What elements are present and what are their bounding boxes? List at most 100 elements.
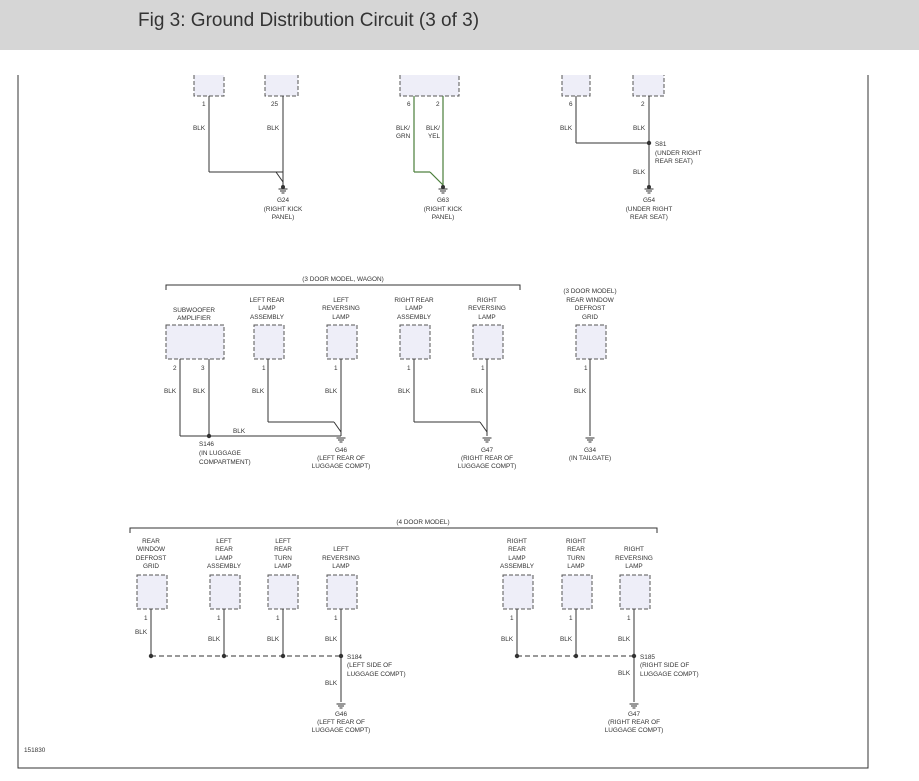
wire-color-label: YEL [428,133,441,140]
g54-circuit: 6 2 BLK BLK BLK S81 (UNDER RIGHT REAR SE… [560,75,702,221]
ground-symbol-icon [644,188,654,194]
component-name: RIGHT [477,297,497,304]
component-box [136,574,168,610]
ground-location: (RIGHT KICK [264,206,303,213]
ground-id: G47 [628,711,641,718]
wire-color-label: BLK [233,428,246,435]
component-name: LAMP [215,555,232,562]
wire-color-label: BLK [560,125,573,132]
component-box [326,574,358,610]
component-name: WINDOW [137,546,166,553]
header-bar: Fig 3: Ground Distribution Circuit (3 of… [0,0,919,50]
ground-symbol-icon [336,703,346,709]
pin-label: 3 [201,365,205,372]
wire-color-label: BLK [135,629,148,636]
pin-label: 1 [584,365,588,372]
component-name: LAMP [405,305,422,312]
ground-location: LUGGAGE COMPT) [312,727,371,734]
ground-location: PANEL) [272,214,295,221]
wire-color-label: BLK [193,388,206,395]
splice-location: (IN LUGGAGE [199,450,241,457]
splice-id: S184 [347,654,362,661]
wire-color-label: BLK [398,388,411,395]
component-name: REVERSING [468,305,506,312]
component-name: REAR [215,546,233,553]
pin-label: 1 [262,365,266,372]
ground-location: (UNDER RIGHT [626,206,673,213]
pin-label: 25 [271,101,279,108]
component-name: RIGHT [507,538,527,545]
ground-location: (RIGHT REAR OF [461,455,513,462]
pin-label: 1 [276,615,280,622]
wire-color-label: BLK [471,388,484,395]
component-name: REVERSING [322,305,360,312]
diagram-frame [17,75,869,769]
pin-label: 1 [510,615,514,622]
pin-label: 2 [173,365,177,372]
wire-color-label: BLK [501,636,514,643]
component-stub [399,75,460,97]
splice-location: (RIGHT SIDE OF [640,662,689,669]
pin-label: 1 [569,615,573,622]
component-box [472,324,504,360]
component-name: SUBWOOFER [173,307,215,314]
component-name: LAMP [332,314,349,321]
group-label: (3 DOOR MODEL, WAGON) [302,276,383,283]
component-name: GRID [582,314,598,321]
wire-color-label: BLK [574,388,587,395]
ground-id: G47 [481,447,494,454]
ground-location: (RIGHT KICK [424,206,463,213]
component-name: LAMP [332,563,349,570]
ground-location: (RIGHT REAR OF [608,719,660,726]
ground-id: G24 [277,197,290,204]
group-bracket [165,284,521,290]
pin-label: 1 [202,101,206,108]
component-name: ASSEMBLY [207,563,242,570]
component-box [561,574,593,610]
component-name: RIGHT [566,538,586,545]
component-stub-left [193,75,225,97]
component-box [326,324,358,360]
pin-label: 1 [334,615,338,622]
wire-color-label: BLK [633,125,646,132]
ground-location: LUGGAGE COMPT) [605,727,664,734]
wire-color-label: BLK [618,636,631,643]
component-name: LEFT REAR [249,297,284,304]
component-name: ASSEMBLY [397,314,432,321]
component-name: DEFROST [575,305,606,312]
component-box [575,324,607,360]
ground-symbol-icon [278,188,288,194]
component-box [399,324,431,360]
component-name: RIGHT REAR [394,297,434,304]
wire-color-label: BLK [267,636,280,643]
wire-color-label: BLK/ [426,125,440,132]
component-name: LEFT [333,297,349,304]
pin-label: 2 [436,101,440,108]
component-name: REVERSING [322,555,360,562]
component-name: LAMP [478,314,495,321]
ground-location: PANEL) [432,214,455,221]
ground-id: G34 [584,447,597,454]
splice-location: (UNDER RIGHT [655,150,702,157]
component-box [619,574,651,610]
g24-circuit: 1 25 BLK BLK G24 (RIGHT KICK PANEL) [193,75,303,221]
splice-id: S185 [640,654,655,661]
component-name: LAMP [508,555,525,562]
figure-number: 151830 [24,747,46,754]
component-name: AMPLIFIER [177,315,211,322]
component-name: DEFROST [136,555,167,562]
component-name: REVERSING [615,555,653,562]
ground-symbol-icon [482,437,492,443]
component-name: LAMP [258,305,275,312]
component-box [253,324,285,360]
pin-label: 1 [407,365,411,372]
ground-symbol-icon [336,437,346,443]
component-box [502,574,534,610]
component-name: GRID [143,563,159,570]
pin-label: 2 [641,101,645,108]
component-stub-right [264,75,299,97]
component-name: RIGHT [624,546,644,553]
ground-location: REAR SEAT) [630,214,668,221]
pin-label: 1 [627,615,631,622]
